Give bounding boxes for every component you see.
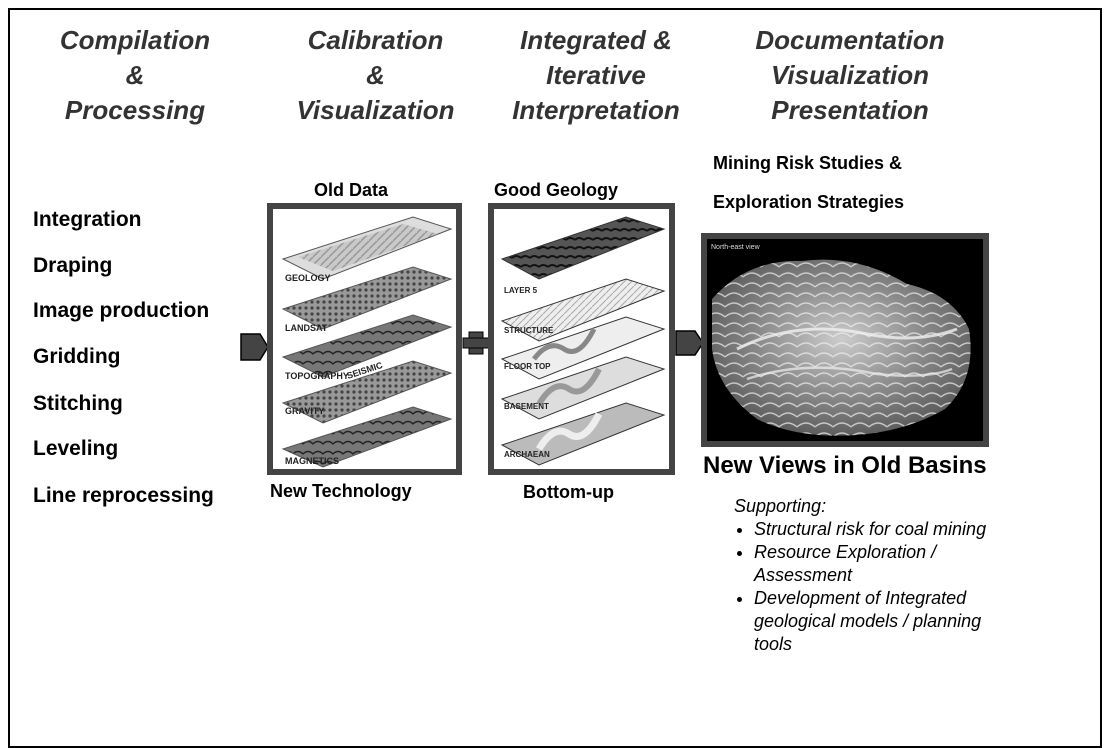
svg-text:MAGNETICS: MAGNETICS <box>285 456 339 466</box>
panel2-bottom-label: Bottom-up <box>523 482 614 502</box>
phase-calibration-visualization: Calibration&Visualization <box>296 25 455 125</box>
supporting-item: Resource Exploration / Assessment <box>754 541 994 587</box>
panel1-top-label: Old Data <box>314 180 389 200</box>
step-stitching: Stitching <box>33 392 123 415</box>
connector-icon <box>462 331 490 355</box>
panel1-bottom-label: New Technology <box>270 481 412 501</box>
layer-magnetics: MAGNETICS <box>281 406 453 468</box>
step-line-reprocessing: Line reprocessing <box>33 484 214 507</box>
basin-3d-view-image: North-east view <box>701 233 989 447</box>
svg-text:TOPOGRAPHY: TOPOGRAPHY <box>285 371 349 381</box>
svg-text:ARCHAEAN: ARCHAEAN <box>504 450 550 459</box>
layer-geology: GEOLOGY <box>281 216 453 283</box>
svg-text:LANDSAT: LANDSAT <box>285 323 328 333</box>
arrow-right-icon <box>675 330 704 356</box>
arrow-right-icon <box>240 333 269 361</box>
good-geology-layer-stack: LAYER 5 STRUCTURE FLOOR TOP BASEMENT ARC… <box>488 203 675 475</box>
layer-topography: TOPOGRAPHY <box>281 314 453 381</box>
phase-compilation-processing: Compilation&Processing <box>59 25 211 125</box>
output-heading-line1: Mining Risk Studies & <box>713 153 903 173</box>
svg-text:GRAVITY: GRAVITY <box>285 406 324 416</box>
step-draping: Draping <box>33 254 113 277</box>
supporting-item: Development of Integrated geological mod… <box>754 587 994 656</box>
step-image-production: Image production <box>33 299 210 322</box>
supporting-intro: Supporting: <box>734 496 827 516</box>
output-heading-line2: Exploration Strategies <box>713 192 905 212</box>
panel2-top-label: Good Geology <box>494 180 618 200</box>
step-leveling: Leveling <box>33 437 119 460</box>
layer-5: LAYER 5 <box>500 216 666 295</box>
supporting-item: Structural risk for coal mining <box>754 518 994 541</box>
svg-text:North-east view: North-east view <box>711 244 761 251</box>
output-title: New Views in Old Basins <box>703 452 987 479</box>
svg-text:FLOOR TOP: FLOOR TOP <box>504 362 551 371</box>
supporting-list: Supporting: Structural risk for coal min… <box>734 495 994 656</box>
layer-basement: BASEMENT <box>500 356 666 420</box>
layer-floor-top: FLOOR TOP <box>500 316 666 380</box>
svg-text:GEOLOGY: GEOLOGY <box>285 273 331 283</box>
old-data-layer-stack: GEOLOGY LANDSAT TOPOGRAPHY GRAVITY SEISM… <box>267 203 462 475</box>
layer-archaean: ARCHAEAN <box>500 402 666 466</box>
svg-text:LAYER 5: LAYER 5 <box>504 286 538 295</box>
step-gridding: Gridding <box>33 345 121 368</box>
layer-gravity: GRAVITY SEISMIC <box>281 360 453 424</box>
layer-landsat: LANDSAT <box>281 266 453 333</box>
step-integration: Integration <box>33 208 142 231</box>
svg-text:BASEMENT: BASEMENT <box>504 402 549 411</box>
svg-text:STRUCTURE: STRUCTURE <box>504 326 554 335</box>
layer-structure: STRUCTURE <box>500 278 666 342</box>
